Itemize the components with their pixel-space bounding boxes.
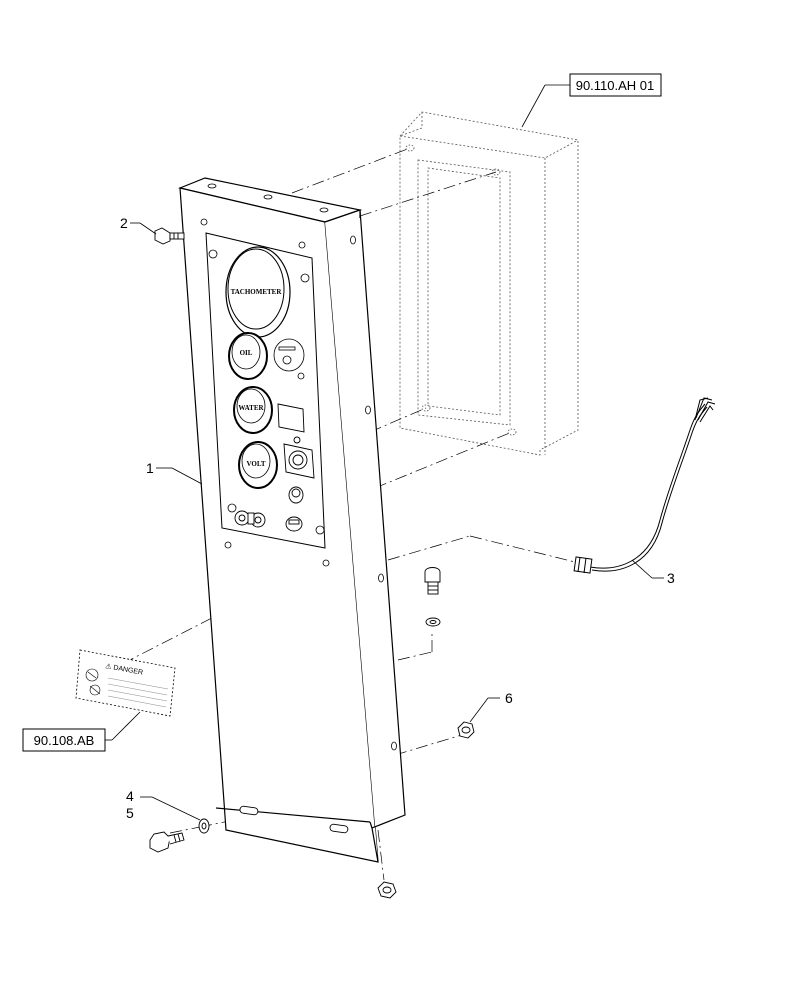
bolt-item-2[interactable]: [154, 227, 185, 245]
reference-box-left[interactable]: 90.108.AB: [22, 711, 141, 752]
phantom-enclosure: [399, 111, 579, 456]
tachometer-label: TACHOMETER: [231, 288, 283, 296]
push-button[interactable]: [288, 486, 304, 504]
tachometer-gauge[interactable]: TACHOMETER: [225, 246, 291, 338]
hour-meter: [277, 403, 305, 433]
callout-5: 5: [126, 805, 134, 821]
danger-decal[interactable]: ⚠ DANGER: [75, 649, 176, 717]
water-label: WATER: [238, 404, 264, 412]
volt-label: VOLT: [246, 460, 265, 468]
warning-pictogram-icon: [85, 668, 101, 696]
reference-box-top[interactable]: 90.110.AH 01: [521, 73, 662, 128]
ignition-switch[interactable]: [283, 436, 315, 479]
callout-leaders: [130, 222, 664, 821]
toggle-switch[interactable]: [273, 338, 305, 380]
carriage-bolt[interactable]: [424, 567, 441, 627]
callout-4: 4: [126, 788, 134, 804]
bottom-nut[interactable]: [377, 881, 397, 899]
oil-label: OIL: [240, 349, 253, 357]
callout-1: 1: [146, 460, 154, 476]
subpanel-screws: [208, 249, 325, 535]
bolt-item-5[interactable]: [149, 831, 185, 853]
callout-2: 2: [120, 215, 128, 231]
flange-holes: [200, 183, 397, 751]
reference-box-top-label: 90.110.AH 01: [576, 78, 655, 93]
water-gauge[interactable]: WATER: [233, 386, 273, 434]
assembly-lines: [119, 147, 576, 881]
volt-gauge[interactable]: VOLT: [238, 441, 278, 489]
lower-controls: [234, 510, 303, 532]
callout-numbers: 2 1 3 6 4 5: [120, 215, 675, 821]
reference-box-left-label: 90.108.AB: [34, 733, 95, 748]
decal-lines: [107, 677, 169, 708]
callout-6: 6: [505, 690, 513, 706]
wire-harness-item-3[interactable]: [573, 397, 716, 574]
callout-3: 3: [667, 570, 675, 586]
oil-gauge[interactable]: OIL: [228, 332, 268, 380]
enclosure-holes: [405, 144, 517, 436]
nut-item-6[interactable]: [457, 721, 475, 739]
mounting-slots: [239, 805, 349, 834]
washer-item-4[interactable]: [198, 818, 210, 834]
